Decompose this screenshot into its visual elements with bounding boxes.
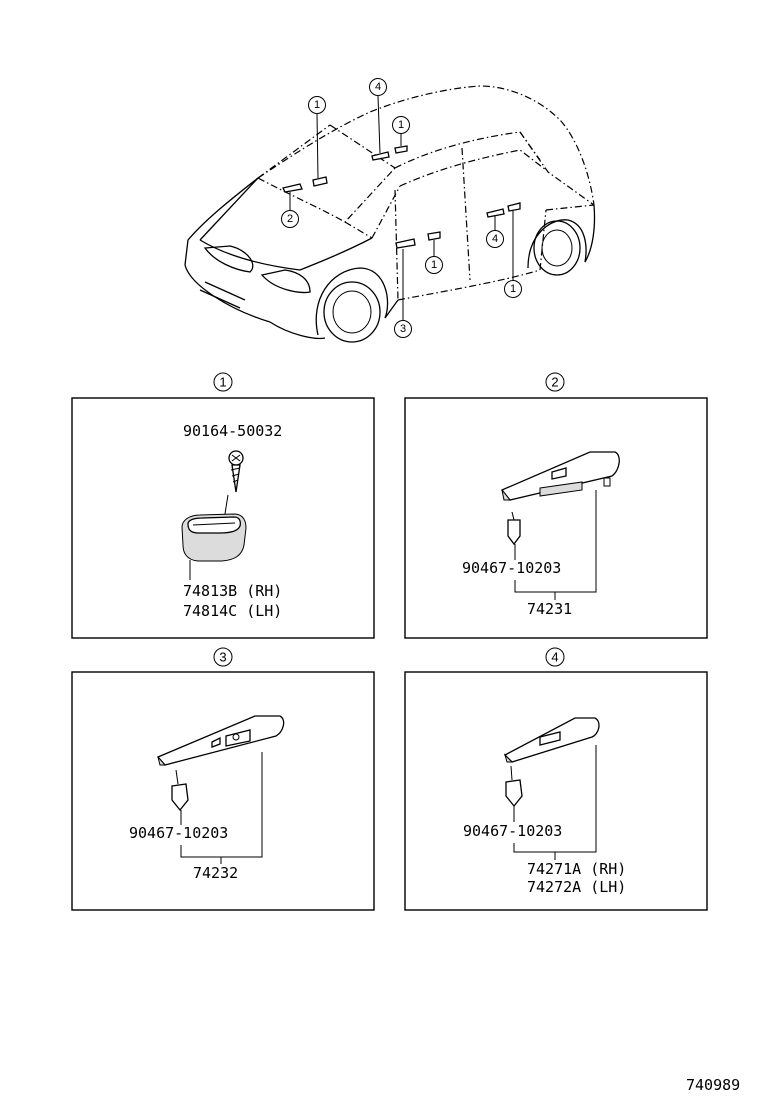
- callout-label: 1: [314, 99, 320, 111]
- callout-label: 1: [398, 119, 404, 131]
- part-number: 74813B (RH): [183, 582, 282, 600]
- part-number: 74272A (LH): [527, 878, 626, 896]
- panel-frame: [404, 397, 708, 639]
- part-number: 74271A (RH): [527, 860, 626, 878]
- panel-4: 4 90467-10203 74271A (RH) 74272A (LH): [404, 647, 708, 911]
- callout-4: 4: [486, 230, 504, 248]
- part-number: 90164-50032: [183, 422, 282, 440]
- switch-panel-icon: [503, 717, 600, 763]
- panel-2: 2 90467-10203 74231: [404, 372, 708, 639]
- panel-1: 1 90164-50032 74813B (RH) 74814C (LH): [71, 372, 375, 639]
- clip-icon: [171, 769, 189, 812]
- callout-1: 1: [392, 116, 410, 134]
- part-number: 90467-10203: [129, 824, 228, 842]
- callout-4: 4: [369, 78, 387, 96]
- overview-callouts: 1 4 1 2 4 1 3 1: [281, 78, 522, 338]
- callout-label: 3: [400, 323, 406, 335]
- callout-1: 1: [504, 280, 522, 298]
- callout-label: 1: [510, 283, 516, 295]
- callout-label: 2: [287, 213, 293, 225]
- switch-cup-icon: [181, 513, 247, 562]
- part-number: 74814C (LH): [183, 602, 282, 620]
- clip-icon: [507, 511, 521, 546]
- panel-number: 4: [551, 650, 558, 665]
- callout-1: 1: [308, 96, 326, 114]
- screw-icon: [228, 450, 244, 493]
- panel-number: 1: [219, 375, 226, 390]
- panel-number: 3: [219, 650, 226, 665]
- callout-label: 4: [375, 81, 381, 93]
- panel-number: 2: [551, 375, 558, 390]
- panel-frame: [71, 397, 375, 639]
- part-number: 74232: [193, 864, 238, 882]
- car-outline: [184, 85, 596, 343]
- callout-label: 4: [492, 233, 498, 245]
- callout-leaders: [289, 95, 514, 320]
- callout-3: 3: [394, 320, 412, 338]
- callout-label: 1: [431, 259, 437, 271]
- clip-icon: [505, 765, 523, 808]
- switch-panel-icon: [500, 451, 620, 501]
- panel-frame: [404, 671, 708, 911]
- panel-frame: [71, 671, 375, 911]
- diagram-id: 740989: [686, 1076, 740, 1094]
- callout-1: 1: [425, 256, 443, 274]
- switch-panel-icon: [156, 715, 285, 766]
- part-number: 74231: [527, 600, 572, 618]
- callout-2: 2: [281, 210, 299, 228]
- part-number: 90467-10203: [462, 559, 561, 577]
- panel-3: 3 90467-10203 74232: [71, 647, 375, 911]
- part-number: 90467-10203: [463, 822, 562, 840]
